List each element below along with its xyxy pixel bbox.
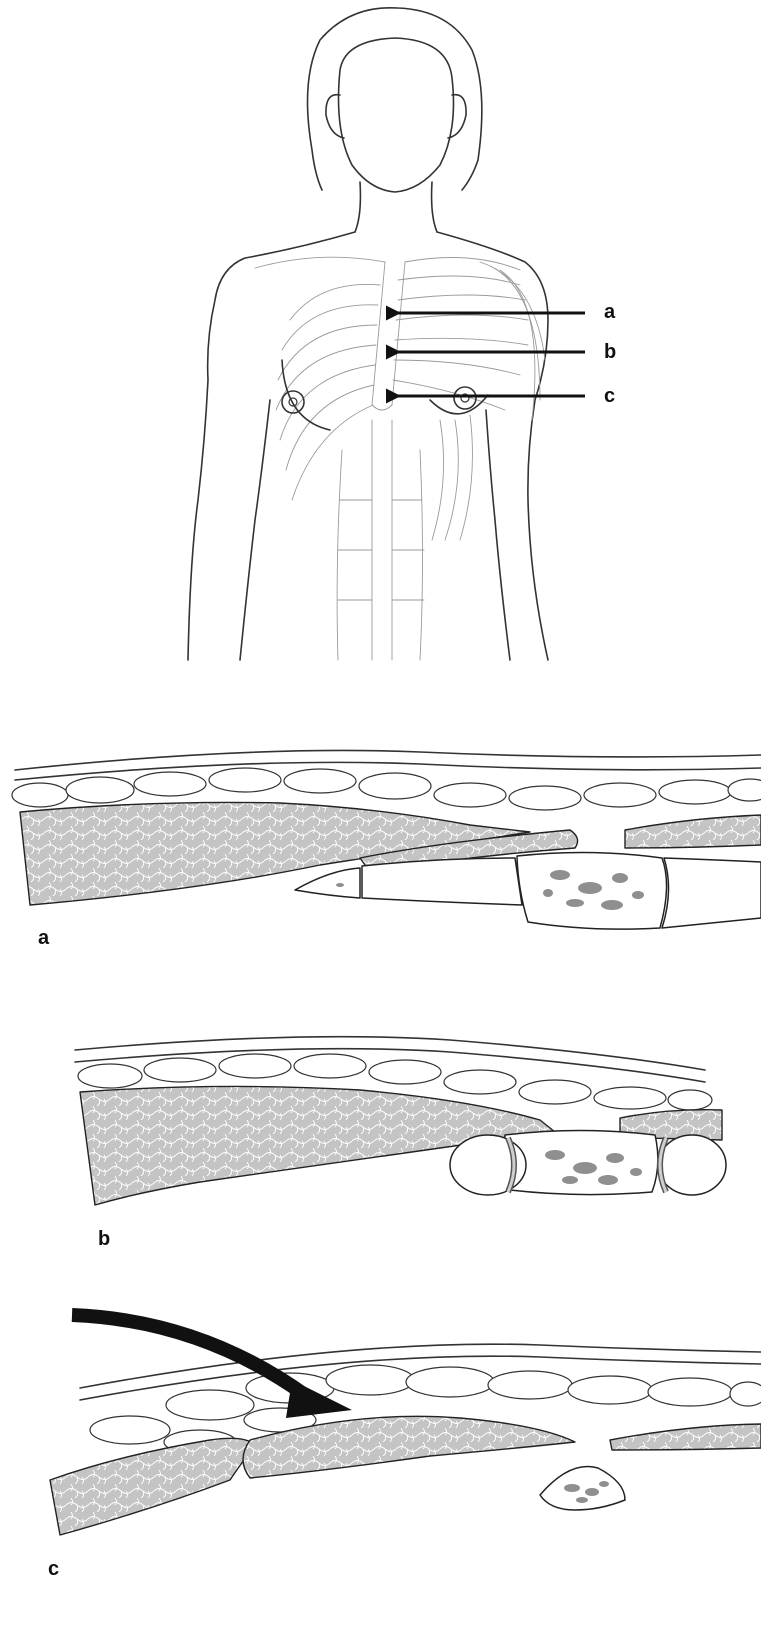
costal-cartilage-joint-left [450, 1135, 526, 1195]
pointer-label-a: a [604, 301, 616, 323]
section-label-a: a [38, 927, 50, 949]
hair-outline [308, 8, 482, 190]
pectoralis-muscle [50, 1438, 255, 1535]
rib-cartilage-tip [295, 868, 360, 898]
intercostal-muscle-right [625, 815, 761, 848]
breast-right [430, 395, 488, 414]
clavicle-right [405, 258, 520, 271]
section-label-c: c [48, 1558, 59, 1580]
waist-right [486, 410, 510, 660]
costal-cartilage-joint-right [658, 1135, 726, 1195]
nipple-right [454, 387, 476, 409]
pointer-label-c: c [604, 385, 615, 407]
skin-line [15, 750, 761, 770]
rib-cartilage-right [662, 858, 761, 928]
sternum [372, 262, 405, 410]
rectus-abdominis [337, 420, 424, 660]
waist-left [240, 400, 270, 660]
intercostal-muscle-right [610, 1424, 761, 1450]
pointer-arrows [398, 313, 585, 396]
pectoral-muscle [393, 276, 528, 410]
torso-illustration [188, 8, 548, 660]
ribcage-left [276, 284, 380, 500]
subcutaneous-fat [12, 768, 761, 810]
cross-section-a [12, 750, 761, 929]
xiphoid-process [540, 1467, 625, 1510]
oblique-muscle [432, 415, 472, 540]
body-outline-left [188, 232, 355, 660]
section-label-b: b [98, 1228, 110, 1250]
rib-cartilage [362, 858, 522, 905]
neck-outline [355, 182, 437, 232]
clavicle-left [255, 257, 385, 268]
cross-section-b [75, 1037, 726, 1205]
pointer-label-b: b [604, 341, 616, 363]
face-outline [339, 38, 454, 192]
cross-section-c [50, 1315, 761, 1535]
